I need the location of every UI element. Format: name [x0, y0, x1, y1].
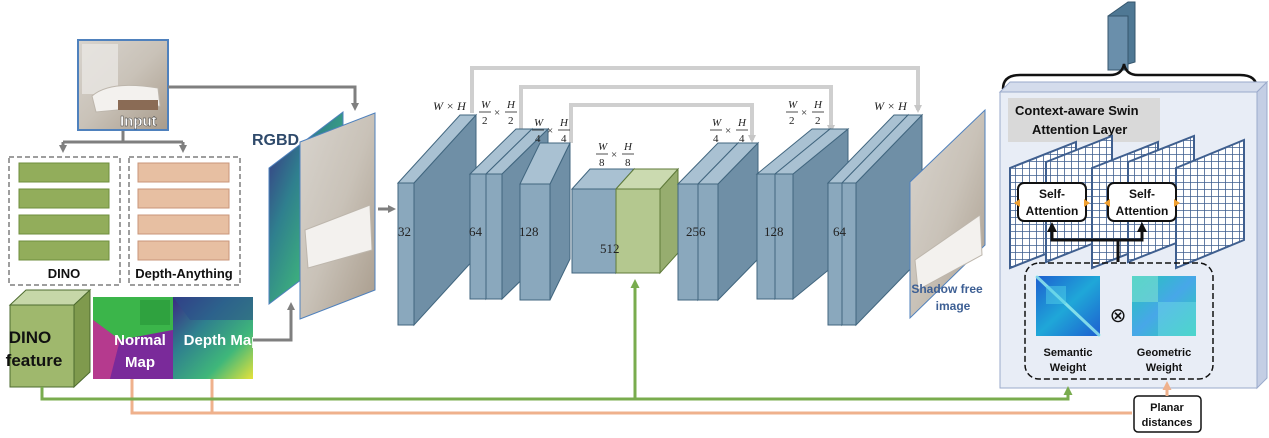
channel-label-32: 32 — [398, 224, 411, 239]
dino-feature-label-2: feature — [6, 351, 63, 370]
self-attention-1-label-2: Attention — [1026, 204, 1079, 218]
channel-label-64-dec: 64 — [833, 224, 847, 239]
depth-anything-label: Depth-Anything — [135, 266, 233, 281]
skip-connections — [470, 66, 922, 143]
input-label: Input — [120, 113, 157, 130]
svg-text:2: 2 — [815, 115, 821, 127]
resolution-label-quarter-enc: W 4 × H 4 — [532, 117, 570, 145]
swin-title-2: Attention Layer — [1032, 122, 1127, 137]
weight-to-attention-arrows — [1047, 222, 1147, 262]
input-split-arrows — [59, 131, 187, 153]
svg-text:×: × — [494, 107, 500, 119]
svg-text:8: 8 — [599, 157, 605, 169]
depth-map-label: Depth Map — [184, 332, 261, 349]
svg-text:W: W — [598, 141, 608, 153]
svg-text:4: 4 — [561, 133, 567, 145]
shadow-free-image — [909, 108, 986, 320]
normal-map-image — [93, 297, 173, 379]
resolution-label-half-enc: W 2 × H 2 — [479, 99, 517, 127]
input-to-rgbd-arrow — [168, 85, 359, 111]
green-flow-lines — [40, 279, 1073, 401]
geometric-weight-label-2: Weight — [1146, 362, 1183, 374]
channel-label-128-dec: 128 — [764, 224, 784, 239]
input-image — [77, 39, 169, 131]
self-attention-2-label-2: Attention — [1116, 204, 1169, 218]
normal-map-label-2: Map — [125, 354, 155, 371]
unet-block-dec-64-b — [840, 113, 924, 327]
svg-text:H: H — [506, 99, 516, 111]
unet-block-enc-128 — [519, 142, 571, 301]
shadow-free-label-1: Shadow free — [911, 282, 983, 296]
svg-text:W: W — [788, 99, 798, 111]
svg-text:4: 4 — [713, 133, 719, 145]
svg-text:×: × — [801, 107, 807, 119]
svg-text:H: H — [559, 117, 569, 129]
depth-map-image — [173, 297, 253, 379]
semantic-weight-label-1: Semantic — [1044, 347, 1093, 359]
normal-map-label-1: Normal — [114, 332, 166, 349]
svg-text:8: 8 — [625, 157, 631, 169]
svg-text:×: × — [611, 149, 617, 161]
shadow-free-label-2: image — [936, 299, 971, 313]
geometric-weight-label-1: Geometric — [1137, 347, 1191, 359]
svg-text:2: 2 — [789, 115, 795, 127]
swin-block-icon — [1107, 1, 1136, 71]
semantic-weight-label-2: Weight — [1050, 362, 1087, 374]
self-attention-2-label-1: Self- — [1129, 187, 1155, 201]
planar-label-2: distances — [1142, 417, 1193, 429]
rgbd-label: RGBD — [252, 132, 299, 149]
svg-text:×: × — [725, 125, 731, 137]
weights-box — [1024, 262, 1214, 380]
resolution-label-quarter-dec: W 4 × H 4 — [710, 117, 748, 145]
depth-anything-encoder — [128, 156, 241, 286]
unet-block-enc-32-a — [396, 113, 478, 327]
svg-text:H: H — [623, 141, 633, 153]
self-attention-1-label-1: Self- — [1039, 187, 1065, 201]
dino-feature-cube — [8, 288, 92, 389]
svg-text:H: H — [813, 99, 823, 111]
otimes-symbol: ⊗ — [1110, 305, 1127, 327]
depth-to-rgbd-arrow — [253, 302, 295, 342]
channel-label-128-enc: 128 — [519, 224, 539, 239]
orange-flow-lines — [130, 379, 1132, 415]
resolution-label-full-enc: W × H — [433, 99, 467, 113]
resolution-label-eighth: W 8 × H 8 — [596, 141, 634, 169]
planar-label-1: Planar — [1150, 402, 1184, 414]
resolution-label-half-dec: W 2 × H 2 — [786, 99, 824, 127]
geometric-weight-map — [1132, 276, 1196, 336]
svg-text:2: 2 — [508, 115, 514, 127]
svg-text:4: 4 — [739, 133, 745, 145]
svg-text:4: 4 — [535, 133, 541, 145]
dino-label: DINO — [48, 266, 81, 281]
resolution-label-full-dec: W × H — [874, 99, 908, 113]
window-shift-arrows — [1014, 199, 1180, 207]
unet-block-bottleneck-green — [614, 167, 680, 275]
unet-block-dec-256-b — [696, 141, 760, 302]
svg-text:2: 2 — [482, 115, 488, 127]
swin-title-1: Context-aware Swin — [1015, 103, 1139, 118]
dino-encoder — [8, 156, 121, 286]
svg-text:H: H — [737, 117, 747, 129]
svg-text:×: × — [547, 125, 553, 137]
unet-blocks — [396, 113, 924, 327]
dino-feature-label-1: DINO — [9, 328, 52, 347]
swin-brace — [1001, 63, 1259, 90]
svg-text:W: W — [712, 117, 722, 129]
channel-label-64-enc: 64 — [469, 224, 483, 239]
channel-label-512: 512 — [600, 241, 620, 256]
channel-label-256: 256 — [686, 224, 706, 239]
svg-text:W: W — [534, 117, 544, 129]
svg-text:W: W — [481, 99, 491, 111]
rgbd-rgb-layer — [299, 112, 376, 320]
semantic-weight-map — [1034, 274, 1102, 338]
